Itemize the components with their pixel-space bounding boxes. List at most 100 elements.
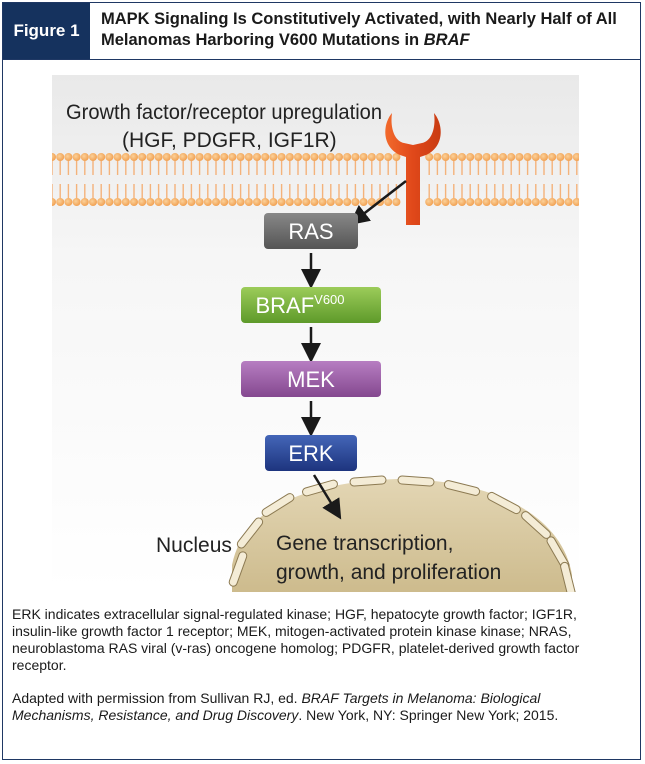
mek-node: [241, 361, 381, 397]
ras-node: [264, 213, 358, 249]
lipid-head: [572, 198, 579, 206]
lipid-head: [187, 153, 196, 161]
lipid-head: [351, 198, 360, 206]
arrow-receptor-to-ras: [349, 180, 407, 226]
lipid-head: [359, 198, 368, 206]
lipid-head: [392, 153, 401, 161]
lipid-head: [56, 198, 65, 206]
lipid-head: [482, 153, 491, 161]
lipid-head: [162, 198, 171, 206]
figure-label: Figure 1: [3, 3, 90, 59]
erk-label: ERK: [288, 441, 334, 466]
lipid-head: [195, 153, 204, 161]
lipid-head: [277, 198, 286, 206]
lipid-head: [294, 198, 302, 206]
lipid-head: [302, 198, 311, 206]
lipid-head: [351, 153, 360, 161]
nuclear-pore: [261, 493, 295, 517]
lipid-head: [56, 153, 65, 161]
lipid-head: [105, 198, 114, 206]
lipid-head: [564, 198, 573, 206]
lipid-head: [179, 198, 188, 206]
lipid-head: [277, 153, 286, 161]
lipid-head: [367, 198, 376, 206]
nuclear-pore: [236, 517, 264, 549]
lipid-head: [523, 153, 532, 161]
lipid-head: [269, 198, 278, 206]
lipid-head: [441, 153, 450, 161]
lipid-head: [449, 153, 458, 161]
nucleus-text-line2: growth, and proliferation: [276, 561, 501, 584]
caption-source-book: BRAF Targets in Melanoma: Biological Mec…: [12, 690, 541, 723]
lipid-head: [556, 153, 565, 161]
lipid-head: [433, 153, 442, 161]
lipid-head: [113, 198, 122, 206]
lipid-head: [228, 153, 237, 161]
lipid-head: [146, 153, 155, 161]
lipid-head: [425, 153, 434, 161]
braf-label: BRAFV600: [255, 292, 344, 318]
caption-source-suffix: . New York, NY: Springer New York; 2015.: [298, 707, 559, 723]
lipid-head: [269, 153, 278, 161]
arrow-erk-to-nucleus: [312, 474, 342, 520]
lipid-head: [244, 153, 253, 161]
nucleus-text-line1: Gene transcription,: [276, 532, 453, 555]
lipid-head: [253, 153, 261, 161]
braf-node: [241, 287, 381, 323]
lipid-head: [138, 198, 147, 206]
lipid-head: [121, 153, 130, 161]
receptor-label-line2: (HGF, PDGFR, IGF1R): [122, 129, 337, 152]
nuclear-pore: [443, 480, 481, 496]
lipid-head: [318, 153, 327, 161]
lipid-head: [171, 198, 179, 206]
lipid-head: [130, 153, 138, 161]
lipid-head: [490, 153, 499, 161]
lipid-head: [474, 153, 483, 161]
lipid-head: [531, 198, 540, 206]
lipid-head: [64, 153, 73, 161]
lipid-head: [458, 198, 466, 206]
lipid-head: [548, 198, 557, 206]
lipid-head: [548, 153, 557, 161]
lipid-head: [499, 153, 507, 161]
lipid-head: [80, 153, 89, 161]
lipid-head: [326, 153, 335, 161]
lipid-head: [97, 153, 106, 161]
caption-source: Adapted with permission from Sullivan RJ…: [12, 690, 624, 724]
cell-membrane: [52, 153, 579, 206]
lipid-head: [474, 198, 483, 206]
lipid-head: [212, 198, 220, 206]
lipid-head: [466, 198, 475, 206]
lipid-head: [499, 198, 507, 206]
braf-superscript: V600: [314, 292, 344, 307]
nuclear-pore: [228, 551, 248, 587]
erk-node: [265, 435, 357, 471]
figure-title-text: MAPK Signaling Is Constitutively Activat…: [101, 10, 617, 49]
lipid-head: [212, 153, 220, 161]
lipid-head: [89, 198, 97, 206]
lipid-head: [507, 198, 516, 206]
lipid-head: [335, 198, 343, 206]
lipid-head: [179, 153, 188, 161]
lipid-head: [310, 198, 319, 206]
lipid-head: [384, 198, 393, 206]
lipid-head: [515, 198, 524, 206]
mapk-pathway-diagram: Growth factor/receptor upregulation (HGF…: [52, 75, 579, 592]
lipid-head: [203, 198, 212, 206]
lipid-head: [507, 153, 516, 161]
lipid-head: [335, 153, 343, 161]
receptor-icon: [385, 113, 441, 225]
figure-header: Figure 1 MAPK Signaling Is Constitutivel…: [3, 3, 640, 60]
nuclear-envelope-pores: [228, 475, 576, 592]
lipid-head: [203, 153, 212, 161]
lipid-head: [433, 198, 442, 206]
lipid-head: [105, 153, 114, 161]
lipid-head: [318, 198, 327, 206]
lipid-head: [490, 198, 499, 206]
lipid-head: [220, 153, 229, 161]
lipid-head: [52, 198, 56, 206]
nuclear-pore: [487, 491, 521, 515]
mek-label: MEK: [287, 367, 335, 392]
lipid-head: [130, 198, 138, 206]
lipid-head: [466, 153, 475, 161]
